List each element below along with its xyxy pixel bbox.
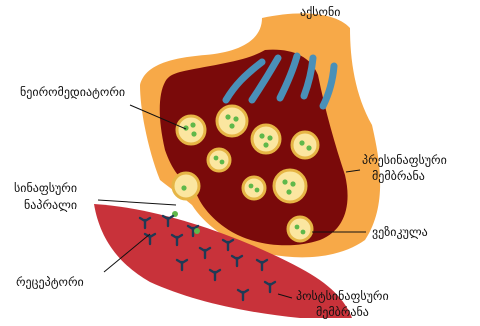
label-presynaptic-membrane-2: მემბრანა — [372, 169, 425, 183]
fusing-vesicle — [173, 173, 199, 199]
label-axon: აქსონი — [300, 5, 340, 19]
vesicle — [217, 106, 247, 136]
label-vesicle: ვეზიკულა — [372, 225, 428, 239]
label-postsynaptic-membrane-2: მემბრანა — [316, 305, 369, 319]
label-receptor: რეცეპტორი — [16, 275, 84, 289]
vesicle — [177, 116, 205, 144]
vesicle — [292, 132, 318, 158]
label-synaptic-cleft-2: ნაპრალი — [24, 198, 77, 212]
label-neurotransmitter: ნეირომედიატორი — [20, 85, 125, 99]
label-postsynaptic-membrane-1: პოსტსინაფსური — [296, 289, 389, 303]
vesicle — [252, 125, 280, 153]
bound-neurotransmitter — [194, 228, 200, 234]
vesicle — [243, 177, 265, 199]
leader-synaptic-cleft — [98, 200, 176, 205]
vesicle — [208, 149, 230, 171]
label-synaptic-cleft-1: სინაფსური — [14, 181, 77, 195]
label-presynaptic-membrane-1: პრესინაფსური — [362, 153, 447, 167]
vesicle — [288, 217, 312, 241]
vesicle — [274, 170, 306, 202]
